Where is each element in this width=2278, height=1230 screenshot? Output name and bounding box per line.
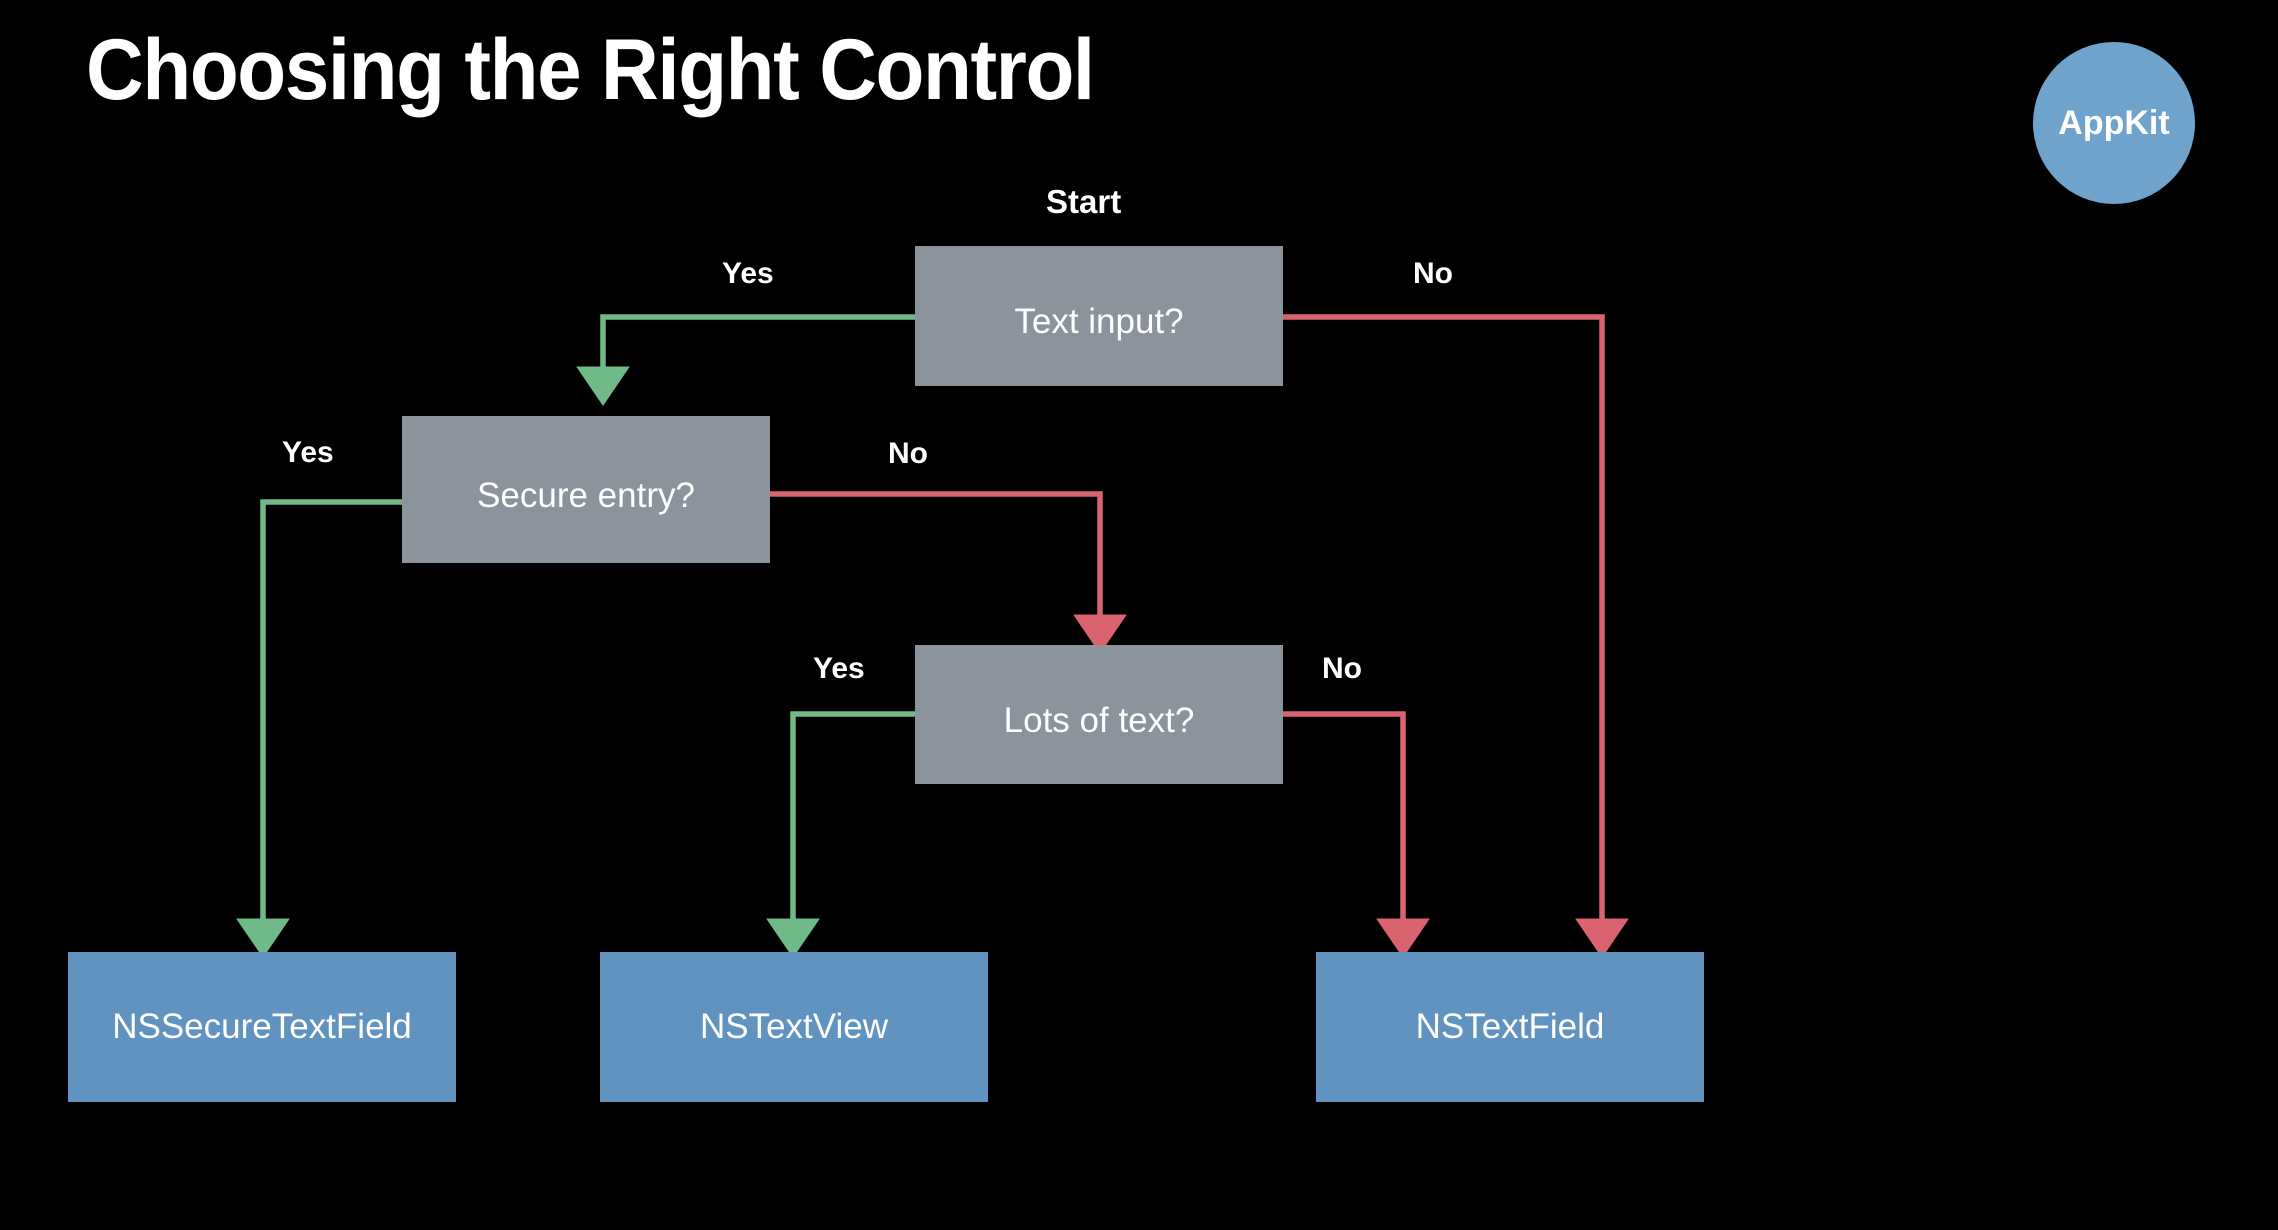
flow-node-label: NSTextField <box>1415 1007 1605 1046</box>
flow-node-nssecuretextfield[interactable]: NSSecureTextField <box>68 952 456 1102</box>
flow-start-label: Start <box>1046 183 1122 220</box>
edge-label-secure-entry-yes: Yes <box>282 436 334 469</box>
page-title: Choosing the Right Control <box>86 22 1095 118</box>
edge-lots-of-text-yes <box>766 711 915 958</box>
flow-node-label: Secure entry? <box>477 475 695 515</box>
edge-text-input-yes <box>576 314 915 406</box>
edge-secure-entry-yes <box>236 499 402 958</box>
flow-node-label: NSTextView <box>699 1007 889 1046</box>
flow-node-label: NSSecureTextField <box>112 1007 412 1046</box>
edge-label-lots-of-text-yes: Yes <box>813 652 865 685</box>
flow-node-secure-entry[interactable]: Secure entry? <box>402 416 770 563</box>
flow-node-text-input[interactable]: Text input? <box>915 246 1283 386</box>
edge-label-text-input-yes: Yes <box>722 257 774 290</box>
edge-text-input-no <box>1283 314 1629 958</box>
edge-label-text-input-no: No <box>1413 257 1453 290</box>
framework-badge: AppKit <box>2033 42 2195 204</box>
edge-label-secure-entry-no: No <box>888 437 928 470</box>
edge-lots-of-text-no <box>1283 711 1430 958</box>
edge-label-lots-of-text-no: No <box>1322 652 1362 685</box>
framework-badge-label: AppKit <box>2058 103 2170 142</box>
edge-secure-entry-no <box>770 491 1127 654</box>
flow-node-nstextview[interactable]: NSTextView <box>600 952 988 1102</box>
flow-node-label: Text input? <box>1014 302 1184 341</box>
flow-node-label: Lots of text? <box>1003 700 1195 740</box>
flow-node-lots-of-text[interactable]: Lots of text? <box>915 645 1283 784</box>
flow-node-nstextfield[interactable]: NSTextField <box>1316 952 1704 1102</box>
